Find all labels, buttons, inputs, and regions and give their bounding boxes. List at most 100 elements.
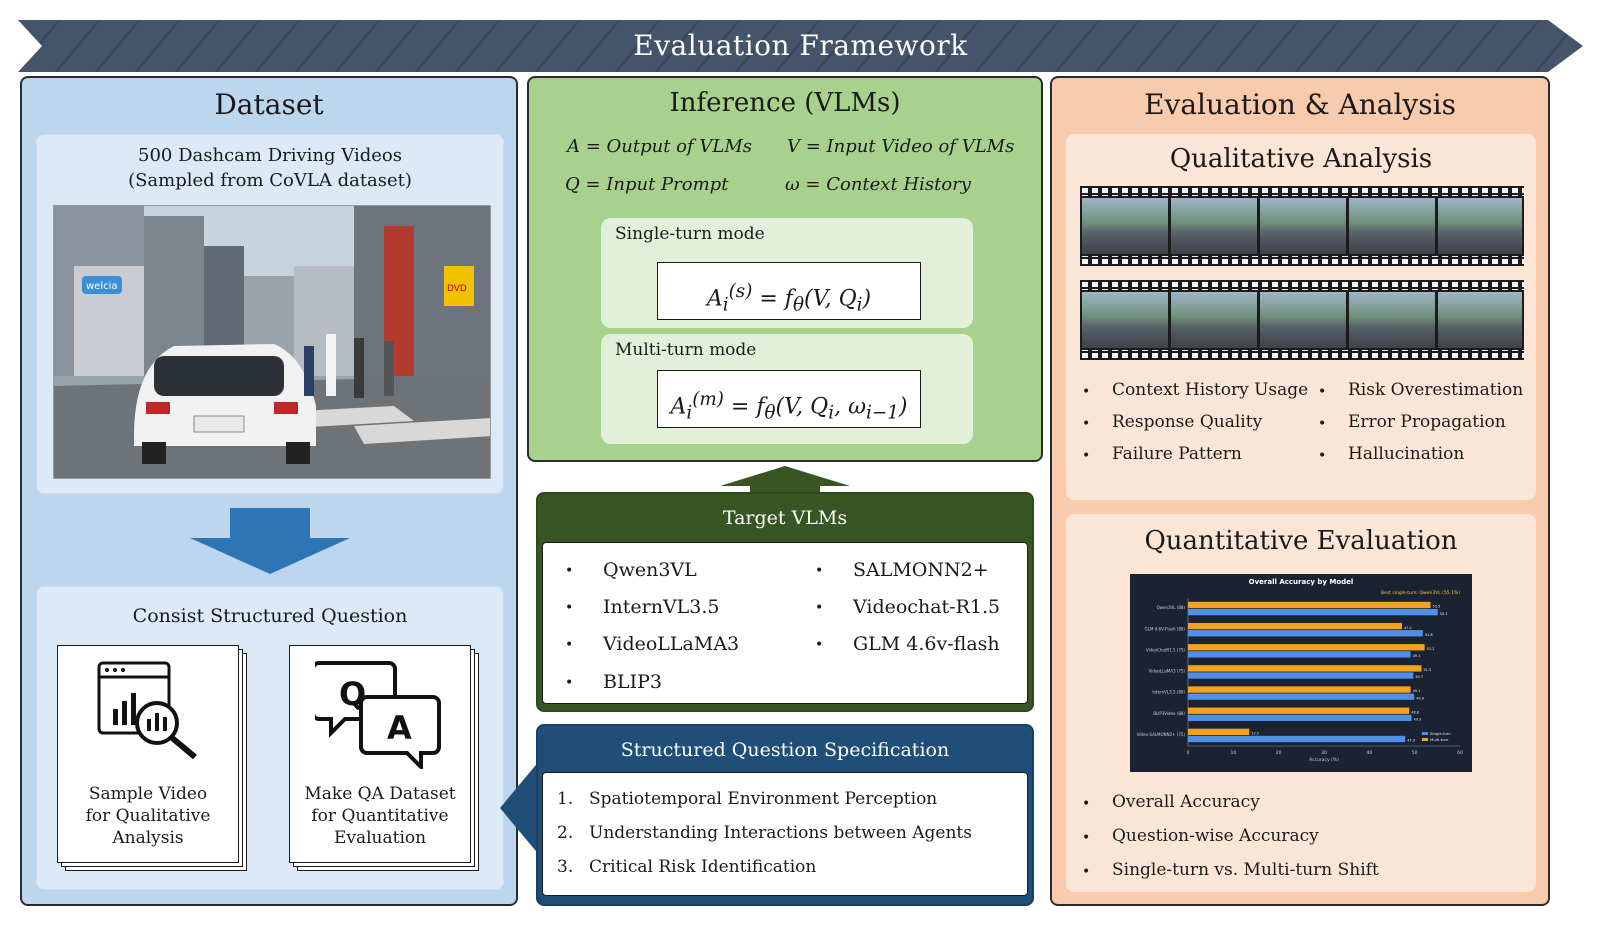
qual-response-quality: Response Quality [1112,412,1263,432]
bullet-icon: • [1318,448,1327,464]
bullet-icon: • [815,637,824,653]
down-arrow [190,508,350,574]
multi-turn-formula: Ai(m) = fθ(V, Qi, ωi−1) [657,370,921,428]
multi-turn-card: Multi-turn mode Ai(m) = fθ(V, Qi, ωi−1) [601,334,973,444]
bullet-icon: • [1082,864,1091,880]
chart-category-label: VideoChatR1.5 (75) [1146,647,1186,652]
chart-x-axis-label: Accuracy (%) [1309,757,1339,763]
dashcam-videos-caption: 500 Dashcam Driving Videos (Sampled from… [37,143,503,193]
bullet-icon: • [1082,416,1091,432]
chart-data-label: 47.9 [1407,739,1415,743]
quantitative-label-line2: for Quantitative [311,806,449,826]
qual-context-history: Context History Usage [1112,380,1309,400]
evaluation-panel: Evaluation & Analysis Qualitative Analys… [1050,76,1550,906]
chart-x-tick-label: 0 [1187,750,1190,756]
quantitative-label-line1: Make QA Dataset [304,784,456,804]
chart-subtitle: Best single-turn: Qwen3VL (55.1%) [1381,590,1460,596]
chart-data-label: 13.5 [1251,732,1259,736]
chart-data-label: 47.2 [1404,626,1412,630]
question-spec-title: Structured Question Specification [620,739,950,761]
chart-category-label: VideoLLaMA3 (75) [1149,669,1186,674]
dataset-panel: Dataset 500 Dashcam Driving Videos (Samp… [20,76,518,906]
chart-title: Overall Accuracy by Model [1249,578,1354,586]
legend-label-single: Single-turn [1430,731,1451,736]
chart-data-label: 48.8 [1411,710,1419,714]
quantitative-title: Quantitative Evaluation [1144,526,1458,556]
quant-question-wise: Question-wise Accuracy [1112,826,1319,846]
spec-item-2: Understanding Interactions between Agent… [589,823,972,843]
qual-hallucination: Hallucination [1348,444,1465,464]
up-arrow [720,466,850,494]
target-vlms-list: • Qwen3VL • InternVL3.5 • VideoLLaMA3 • … [542,542,1028,704]
chart-x-tick-label: 10 [1230,750,1236,756]
inference-panel: Inference (VLMs) A = Output of VLMs V = … [527,76,1043,462]
qualitative-label-line1: Sample Video [88,784,208,804]
chart-bar-single-turn [1188,714,1412,722]
chart-data-label: 51.5 [1423,668,1431,672]
film-strip-2 [1080,280,1524,360]
vlm-blip3: BLIP3 [603,671,662,693]
chart-data-label: 51.8 [1425,633,1433,637]
qualitative-label-line2: for Qualitative [85,806,211,826]
def-context-history: ω = Context History [785,174,971,195]
bullet-icon: • [565,600,574,616]
dataset-title: Dataset [214,88,324,121]
chart-bar-single-turn [1188,608,1438,616]
vlm-internvl: InternVL3.5 [603,596,720,618]
chart-category-label: BLIP3Video (88) [1153,711,1185,716]
qual-error-propagation: Error Propagation [1348,412,1506,432]
target-vlms-title: Target VLMs [722,507,848,529]
spec-item-3: Critical Risk Identification [589,857,817,877]
qualitative-label: Sample Video for Qualitative Analysis [57,783,239,849]
chart-bar-single-turn [1188,672,1414,679]
chart-category-label: Video-SALMONN2+ (75) [1137,732,1186,737]
banner-title: Evaluation Framework [633,29,968,62]
spec-num-2: 2. [557,823,574,843]
qa-speech-bubbles-icon: Q A [315,661,441,769]
film-strip-2-frames [1080,282,1524,358]
def-output: A = Output of VLMs [567,136,753,157]
def-input-prompt: Q = Input Prompt [565,174,729,195]
qualitative-label-line3: Analysis [112,828,184,848]
vlm-videochat: Videochat-R1.5 [853,596,1001,618]
quantitative-label-line3: Evaluation [333,828,427,848]
question-spec-panel: Structured Question Specification 1. Spa… [536,724,1034,906]
a-letter: A [387,709,412,747]
qualitative-card: Qualitative Analysis [1066,134,1536,500]
framework-banner: Evaluation Framework [18,20,1583,72]
vlm-glm: GLM 4.6v-flash [853,633,1000,655]
spec-num-1: 1. [557,789,574,809]
legend-label-multi: Multi-turn [1430,737,1449,742]
film-strip-1 [1080,186,1524,266]
bullet-icon: • [1082,830,1091,846]
chart-data-label: 55.1 [1440,612,1448,616]
chart-bar-multi-turn [1188,601,1431,609]
inference-title: Inference (VLMs) [669,88,901,118]
vlm-salmonn2: SALMONN2+ [853,559,989,581]
def-input-video: V = Input Video of VLMs [787,136,1015,157]
magnifier-chart-icon [97,661,197,759]
chart-data-label: 52.2 [1427,647,1435,651]
bullet-icon: • [1318,384,1327,400]
left-arrow [500,760,540,856]
chart-category-label: GLM 4.6V-Flash (88) [1145,626,1186,631]
chart-bar-multi-turn [1188,665,1422,672]
chart-bar-multi-turn [1188,686,1411,693]
chart-data-label: 49.9 [1416,696,1424,700]
qual-risk-overestimation: Risk Overestimation [1348,380,1524,400]
chart-bar-multi-turn [1188,707,1410,714]
question-spec-list: 1. Spatiotemporal Environment Perception… [542,772,1028,896]
quantitative-card: Quantitative Evaluation Overall Accuracy… [1066,514,1536,892]
chart-data-label: 49.3 [1413,718,1421,722]
single-turn-card: Single-turn mode Ai(s) = fθ(V, Qi) [601,218,973,328]
bullet-icon: • [565,637,574,653]
chart-data-label: 49.1 [1413,654,1421,658]
spec-item-1: Spatiotemporal Environment Perception [589,789,938,809]
multi-turn-label: Multi-turn mode [615,340,757,360]
shop-sign-dvd: DVD [447,284,467,294]
structured-question-title: Consist Structured Question [132,605,408,627]
evaluation-title: Evaluation & Analysis [1144,88,1456,121]
dashcam-photo: welcia DVD [53,205,491,479]
dashcam-videos-line1: 500 Dashcam Driving Videos [138,145,402,166]
bullet-icon: • [815,563,824,579]
